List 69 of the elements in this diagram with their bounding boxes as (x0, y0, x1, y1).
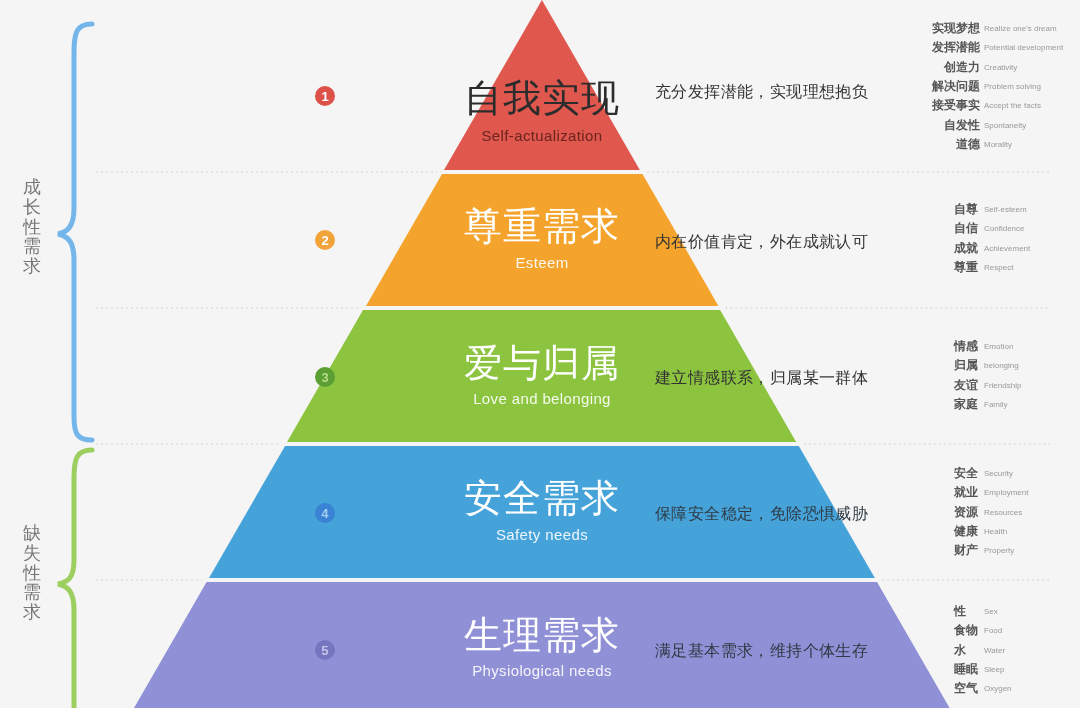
item-term: 成就 (954, 241, 978, 254)
item-translation: Problem solving (984, 82, 1041, 91)
item-term: 安全 (954, 467, 978, 479)
item-term: 创造力 (944, 60, 980, 73)
item-term: 资源 (954, 505, 978, 518)
item-term: 食物 (954, 624, 978, 637)
item-translation: Health (984, 527, 1008, 536)
item-term: 自尊 (954, 203, 978, 215)
item-term: 自发性 (944, 118, 980, 131)
item-translation: Family (984, 400, 1008, 409)
tier-subtitle: Physiological needs (472, 662, 612, 678)
item-translation: Morality (984, 140, 1012, 149)
item-translation: Friendship (984, 381, 1022, 390)
item-translation: Accept the facts (984, 102, 1041, 111)
item-term: 性 (954, 605, 966, 617)
pyramid-tier (444, 0, 640, 170)
item-term: 睡眠 (954, 662, 978, 675)
tier-subtitle: Self-actualization (481, 127, 603, 143)
pyramid-tier (209, 446, 875, 578)
item-term: 空气 (954, 682, 978, 695)
item-translation: Oxygen (984, 685, 1012, 694)
item-term: 自信 (954, 222, 978, 235)
item-term: 友谊 (954, 378, 978, 391)
item-translation: Employment (984, 489, 1029, 498)
item-translation: Security (984, 470, 1013, 478)
pyramid-tier (134, 582, 950, 708)
item-term: 健康 (954, 524, 978, 537)
item-translation: Creativity (984, 63, 1018, 72)
item-term: 道德 (956, 137, 980, 150)
item-term: 家庭 (954, 397, 978, 410)
tier-title: 尊重需求 (464, 207, 620, 245)
tier-subtitle: Esteem (515, 254, 569, 270)
step-number: 1 (315, 86, 335, 106)
tier-title: 生理需求 (464, 616, 620, 654)
item-translation: Resources (984, 508, 1023, 517)
item-term: 就业 (954, 486, 978, 499)
item-term: 尊重 (954, 260, 978, 273)
item-translation: Self-esteem (984, 206, 1027, 214)
tier-title: 安全需求 (464, 479, 620, 517)
item-translation: Water (984, 646, 1006, 655)
item-term: 归属 (954, 359, 978, 372)
item-translation: Realize one's dream (984, 25, 1057, 33)
tier-description: 充分发挥潜能，实现理想抱负 (655, 84, 869, 100)
item-term: 情感 (954, 340, 978, 352)
item-translation: Achievement (984, 244, 1031, 253)
tier-subtitle: Safety needs (495, 526, 588, 542)
item-translation: Spontaneity (984, 121, 1027, 130)
item-term: 接受事实 (932, 99, 980, 112)
item-translation: Property (984, 547, 1015, 556)
group-label: 成长性需求 (23, 178, 41, 277)
step-number: 2 (315, 230, 335, 250)
tier-description: 建立情感联系，归属某一群体 (655, 370, 869, 386)
item-translation: Sex (984, 608, 998, 616)
item-term: 发挥潜能 (932, 41, 980, 54)
item-translation: Sleep (984, 665, 1005, 674)
item-term: 实现梦想 (932, 22, 980, 34)
tier-description: 满足基本需求，维持个体生存 (655, 643, 869, 659)
item-translation: Emotion (984, 343, 1014, 351)
tier-title: 爱与归属 (464, 344, 620, 382)
item-term: 解决问题 (932, 79, 980, 92)
tier-subtitle: Love and belonging (473, 390, 611, 406)
item-translation: Potential development (984, 44, 1064, 53)
item-translation: Food (984, 627, 1003, 636)
item-term: 水 (954, 643, 966, 656)
group-label: 缺失性需求 (23, 524, 41, 623)
item-translation: belonging (984, 362, 1019, 371)
item-translation: Confidence (984, 225, 1025, 234)
item-translation: Respect (984, 263, 1014, 272)
item-term: 财产 (954, 544, 978, 557)
